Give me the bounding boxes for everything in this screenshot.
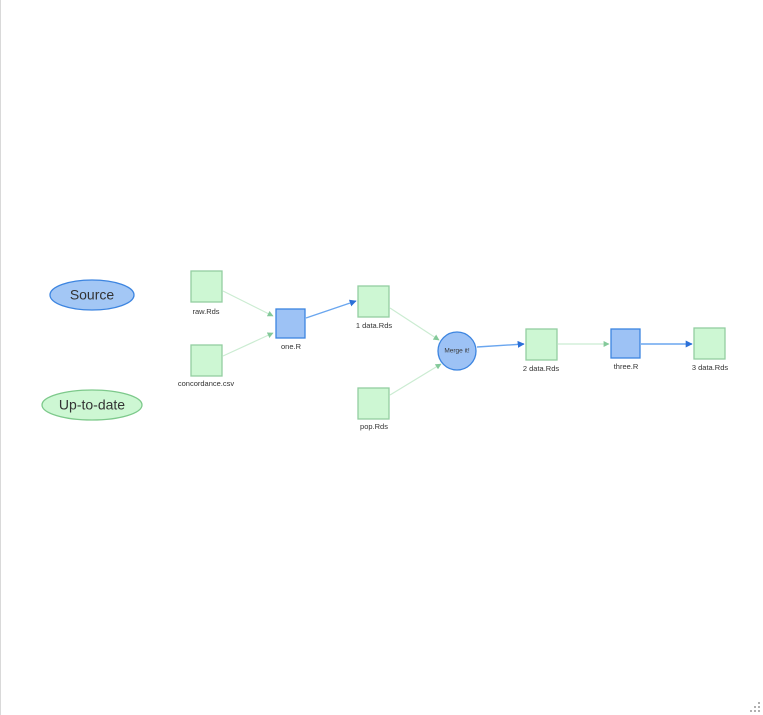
nodes-layer: raw.Rds concordance.csv one.R 1 data.Rds pop… [178,270,729,431]
edge-line [476,340,525,348]
node-shape [693,327,726,360]
legend-label: Up-to-date [59,397,125,413]
grip-dot [758,710,760,712]
node-shape [275,308,306,339]
node-label: pop.Rds [360,422,388,431]
node-shape [610,328,641,359]
resize-grip[interactable] [748,700,762,714]
node-raw[interactable]: raw.Rds [190,270,223,316]
node-shape [525,328,558,361]
grip-dot [754,710,756,712]
node-data1[interactable]: 1 data.Rds [356,285,393,330]
node-label: 2 data.Rds [523,364,560,373]
node-label: concordance.csv [178,379,235,388]
node-data2[interactable]: 2 data.Rds [523,328,560,373]
grip-dot [754,706,756,708]
node-label: one.R [281,342,302,351]
node-shape [357,285,390,318]
node-shape [190,344,223,377]
edge-one-data1[interactable] [305,299,357,319]
grip-dot [758,702,760,704]
legend-label: Source [70,287,115,303]
node-shape [357,387,390,420]
legend-item-uptodate[interactable]: Up-to-date [41,389,143,421]
node-shape [437,331,477,371]
legend-ellipse [49,279,135,311]
node-label: three.R [614,362,639,371]
legend-ellipse [41,389,143,421]
grip-dot [758,706,760,708]
node-three[interactable]: three.R [610,328,641,371]
grip-dot [750,710,752,712]
edge-line [389,307,440,341]
edge-merge-data2[interactable] [476,340,525,348]
node-concordance[interactable]: concordance.csv [178,344,235,388]
node-label: Merge it! [444,348,469,355]
edge-pop-merge[interactable] [389,363,442,396]
legend-item-source[interactable]: Source [49,279,135,311]
node-one[interactable]: one.R [275,308,306,351]
edge-raw-one[interactable] [222,290,274,317]
edge-data1-merge[interactable] [389,307,440,341]
node-merge[interactable]: Merge it! [437,331,477,371]
node-label: 1 data.Rds [356,321,393,330]
edges-layer [222,290,693,396]
node-shape [190,270,223,303]
edge-line [222,290,274,317]
node-data3[interactable]: 3 data.Rds [692,327,729,372]
edge-line [389,363,442,396]
edge-concordance-one[interactable] [222,332,274,357]
edge-line [305,299,357,319]
node-label: 3 data.Rds [692,363,729,372]
edge-line [222,332,274,357]
node-pop[interactable]: pop.Rds [357,387,390,431]
node-label: raw.Rds [192,307,219,316]
